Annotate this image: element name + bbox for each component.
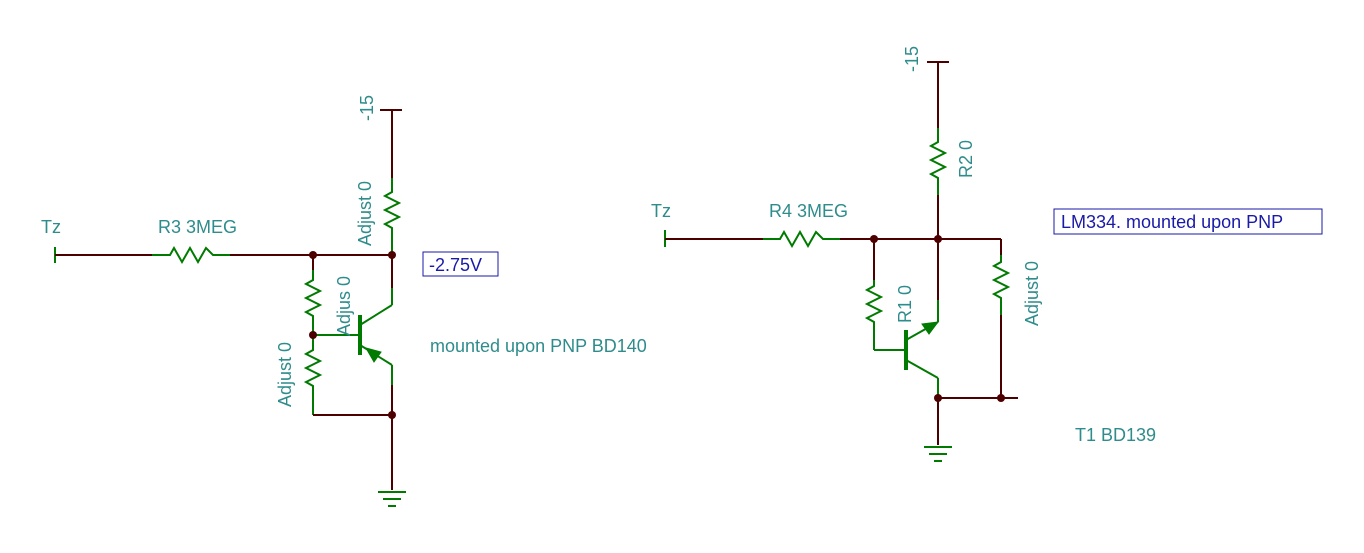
right-node bbox=[934, 394, 942, 402]
left-node bbox=[309, 251, 317, 259]
right-r4-resistor bbox=[763, 229, 840, 249]
left-input-label: Tz bbox=[41, 217, 61, 237]
right-transistor bbox=[904, 321, 940, 379]
right-supply-label: -15 bbox=[902, 46, 922, 72]
right-probe-note: LM334. mounted upon PNP bbox=[1061, 212, 1283, 232]
left-transistor-note: mounted upon PNP BD140 bbox=[430, 336, 647, 356]
right-r4-label: R4 3MEG bbox=[769, 201, 848, 221]
right-r2-label: R2 0 bbox=[956, 140, 976, 178]
right-r1-label: R1 0 bbox=[895, 285, 915, 323]
right-r1-resistor bbox=[864, 280, 884, 350]
voltage-probe-box bbox=[422, 251, 499, 277]
left-supply-label: -15 bbox=[357, 95, 377, 121]
right-input-label: Tz bbox=[651, 201, 671, 221]
right-adjust-label: Adjust 0 bbox=[1022, 261, 1042, 326]
left-r3-resistor bbox=[152, 245, 230, 265]
right-circuit: Tz R4 3MEG -15 R2 0 R1 0 Adjust 0 LM334.… bbox=[651, 46, 1323, 462]
left-adjust-mid-resistor bbox=[303, 270, 323, 335]
left-adjust-bottom-label: Adjust 0 bbox=[275, 342, 295, 407]
right-adjust-resistor bbox=[991, 255, 1011, 315]
left-node bbox=[388, 411, 396, 419]
left-ground-symbol bbox=[378, 491, 406, 507]
right-r2-resistor bbox=[928, 128, 948, 195]
left-r3-label: R3 3MEG bbox=[158, 217, 237, 237]
right-transistor-label: T1 BD139 bbox=[1075, 425, 1156, 445]
right-node bbox=[934, 235, 942, 243]
right-node bbox=[997, 394, 1005, 402]
left-adjust-mid-label: Adjus 0 bbox=[334, 276, 354, 336]
left-adjust-top-resistor bbox=[382, 178, 402, 255]
left-adjust-top-label: Adjust 0 bbox=[355, 181, 375, 246]
left-adjust-bottom-resistor bbox=[303, 335, 323, 415]
right-ground-symbol bbox=[924, 446, 952, 462]
left-node bbox=[388, 251, 396, 259]
left-circuit: Tz R3 3MEG -15 Adjust 0 Adjus 0 Adjust 0… bbox=[41, 95, 647, 507]
right-probe-box bbox=[1053, 208, 1323, 235]
left-node bbox=[309, 331, 317, 339]
voltage-probe-value: -2.75V bbox=[429, 255, 482, 275]
left-transistor bbox=[314, 304, 393, 366]
right-node bbox=[870, 235, 878, 243]
